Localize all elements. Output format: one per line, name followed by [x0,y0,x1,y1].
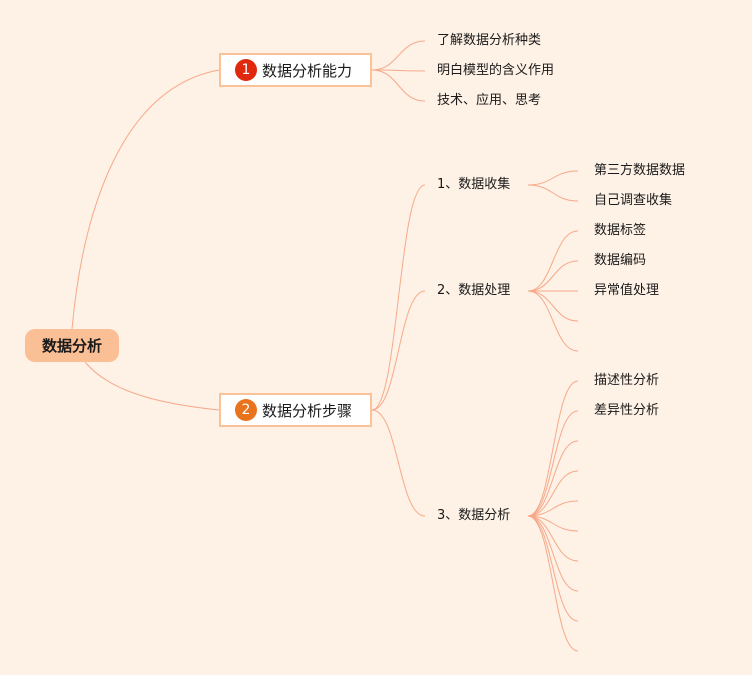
ability-item[interactable]: 明白模型的含义作用 [437,63,555,78]
number-1-badge-icon: 1 [235,59,257,81]
analysis-item[interactable]: 描述性分析 [594,373,660,388]
process-item[interactable]: 数据编码 [594,253,647,268]
process-child-link [527,260,579,292]
step-analyze[interactable]: 3、数据分析 [437,508,511,523]
ability-item[interactable]: 了解数据分析种类 [437,33,542,48]
number-2-badge-icon: 2 [235,399,257,421]
steps-child-link [371,184,426,411]
steps-child-link [371,409,426,517]
branch-ability-node[interactable]: 1 数据分析能力 [219,53,372,87]
analysis-child-link [527,440,579,517]
ability-item[interactable]: 技术、应用、思考 [437,93,542,108]
process-child-link [527,290,579,322]
branch-steps-title: 数据分析步骤 [262,401,353,420]
step-process[interactable]: 2、数据处理 [437,283,511,298]
collect-item[interactable]: 第三方数据数据 [594,163,686,178]
step-collect[interactable]: 1、数据收集 [437,177,511,192]
analysis-child-link [527,515,579,592]
collect-child-link [527,184,579,202]
analysis-child-link [527,500,579,517]
root-label: 数据分析 [41,337,102,355]
root-to-ability-link [71,69,220,330]
ability-child-link [371,40,426,71]
analysis-child-link [527,410,579,517]
ability-child-link [371,69,426,72]
process-item[interactable]: 异常值处理 [594,283,660,298]
collect-child-link [527,170,579,186]
branch-ability-title: 数据分析能力 [262,61,353,80]
analysis-child-link [527,515,579,532]
root-to-steps-link [84,361,220,411]
analysis-child-link [527,515,579,562]
collect-item[interactable]: 自己调查收集 [594,193,673,208]
analysis-child-link [527,515,579,652]
analysis-child-link [527,470,579,517]
analysis-child-link [527,380,579,517]
ability-child-link [371,69,426,102]
analysis-child-link [527,515,579,622]
root-node[interactable]: 数据分析 [25,329,119,362]
analysis-item[interactable]: 差异性分析 [594,403,660,418]
branch-steps-node[interactable]: 2 数据分析步骤 [219,393,372,427]
process-child-link [527,290,579,352]
steps-child-link [371,290,426,411]
process-item[interactable]: 数据标签 [594,223,647,238]
process-child-link [527,230,579,292]
